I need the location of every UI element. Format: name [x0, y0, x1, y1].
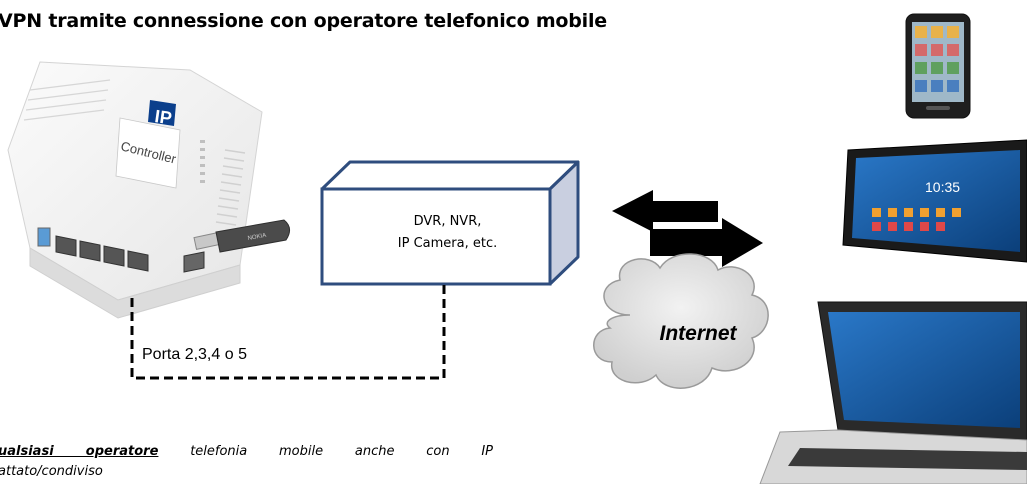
- router-device: IP Controller: [7, 61, 263, 319]
- laptop-device: [759, 301, 1027, 484]
- tablet-device: 10:35: [842, 139, 1027, 263]
- logo-ip-text: IP: [153, 106, 173, 128]
- server-box-label: DVR, NVR, IP Camera, etc.: [330, 211, 565, 255]
- dashed-lan-connection: [130, 284, 446, 380]
- server-box-line2: IP Camera, etc.: [397, 236, 498, 251]
- footnote-emphasis: ualsiasi operatore: [0, 444, 159, 459]
- server-box-line1: DVR, NVR,: [413, 214, 482, 229]
- footnote-line2: attato/condiviso: [0, 464, 103, 479]
- usb-modem-dongle: NOKIA: [193, 219, 290, 253]
- internet-cloud: [593, 253, 769, 389]
- arrow-left: [612, 190, 718, 232]
- internet-label: Internet: [659, 322, 737, 345]
- footnote-rest: telefonia mobile anche con IP: [190, 444, 493, 459]
- smartphone-device: [905, 13, 971, 119]
- dongle-brand-text: NOKIA: [247, 233, 266, 242]
- ip-controller-logo: IP Controller: [115, 100, 181, 189]
- ethernet-ports: [37, 227, 205, 273]
- tablet-clock-text: 10:35: [925, 179, 960, 195]
- server-box: [320, 160, 580, 286]
- page-title: VPN tramite connessione con operatore te…: [0, 10, 607, 32]
- port-label: Porta 2,3,4 o 5: [142, 346, 247, 363]
- footnote-line1: ualsiasi operatore telefonia mobile anch…: [0, 442, 493, 462]
